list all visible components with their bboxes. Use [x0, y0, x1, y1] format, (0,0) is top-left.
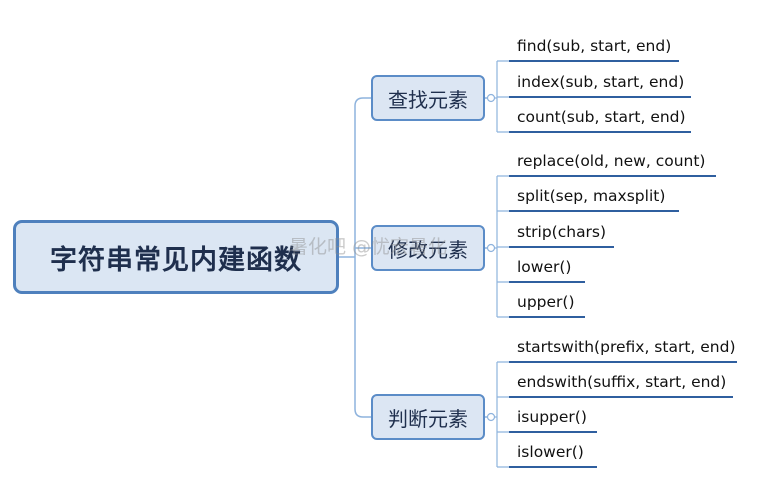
leaf-replace[interactable]: replace(old, new, count) [517, 152, 706, 170]
leaf-find[interactable]: find(sub, start, end) [517, 37, 672, 55]
leaf-islower[interactable]: islower() [517, 443, 584, 461]
connector-to-search [354, 97, 371, 257]
leaf-startswith[interactable]: startswith(prefix, start, end) [517, 338, 736, 356]
leaf-count[interactable]: count(sub, start, end) [517, 108, 686, 126]
leaf-endswith[interactable]: endswith(suffix, start, end) [517, 373, 727, 391]
collapse-toggle-search [486, 93, 496, 103]
leaf-lower[interactable]: lower() [517, 258, 572, 276]
branch-node-modify[interactable]: 修改元素 [371, 225, 485, 271]
branch-node-judge[interactable]: 判断元素 [371, 394, 485, 440]
connector-to-judge [354, 257, 371, 418]
leaf-strip[interactable]: strip(chars) [517, 223, 607, 241]
branch-label-modify: 修改元素 [388, 237, 468, 262]
branch-label-search: 查找元素 [388, 87, 468, 112]
collapse-toggle-modify [486, 243, 496, 253]
root-node[interactable]: 字符串常见内建函数 [13, 220, 339, 294]
leaf-isupper[interactable]: isupper() [517, 408, 587, 426]
root-label: 字符串常见内建函数 [50, 244, 302, 276]
leaf-upper[interactable]: upper() [517, 293, 575, 311]
leaf-index[interactable]: index(sub, start, end) [517, 73, 685, 91]
collapse-toggle-judge [486, 412, 496, 422]
branch-label-judge: 判断元素 [388, 406, 468, 431]
leaf-split[interactable]: split(sep, maxsplit) [517, 187, 666, 205]
branch-node-search[interactable]: 查找元素 [371, 75, 485, 121]
